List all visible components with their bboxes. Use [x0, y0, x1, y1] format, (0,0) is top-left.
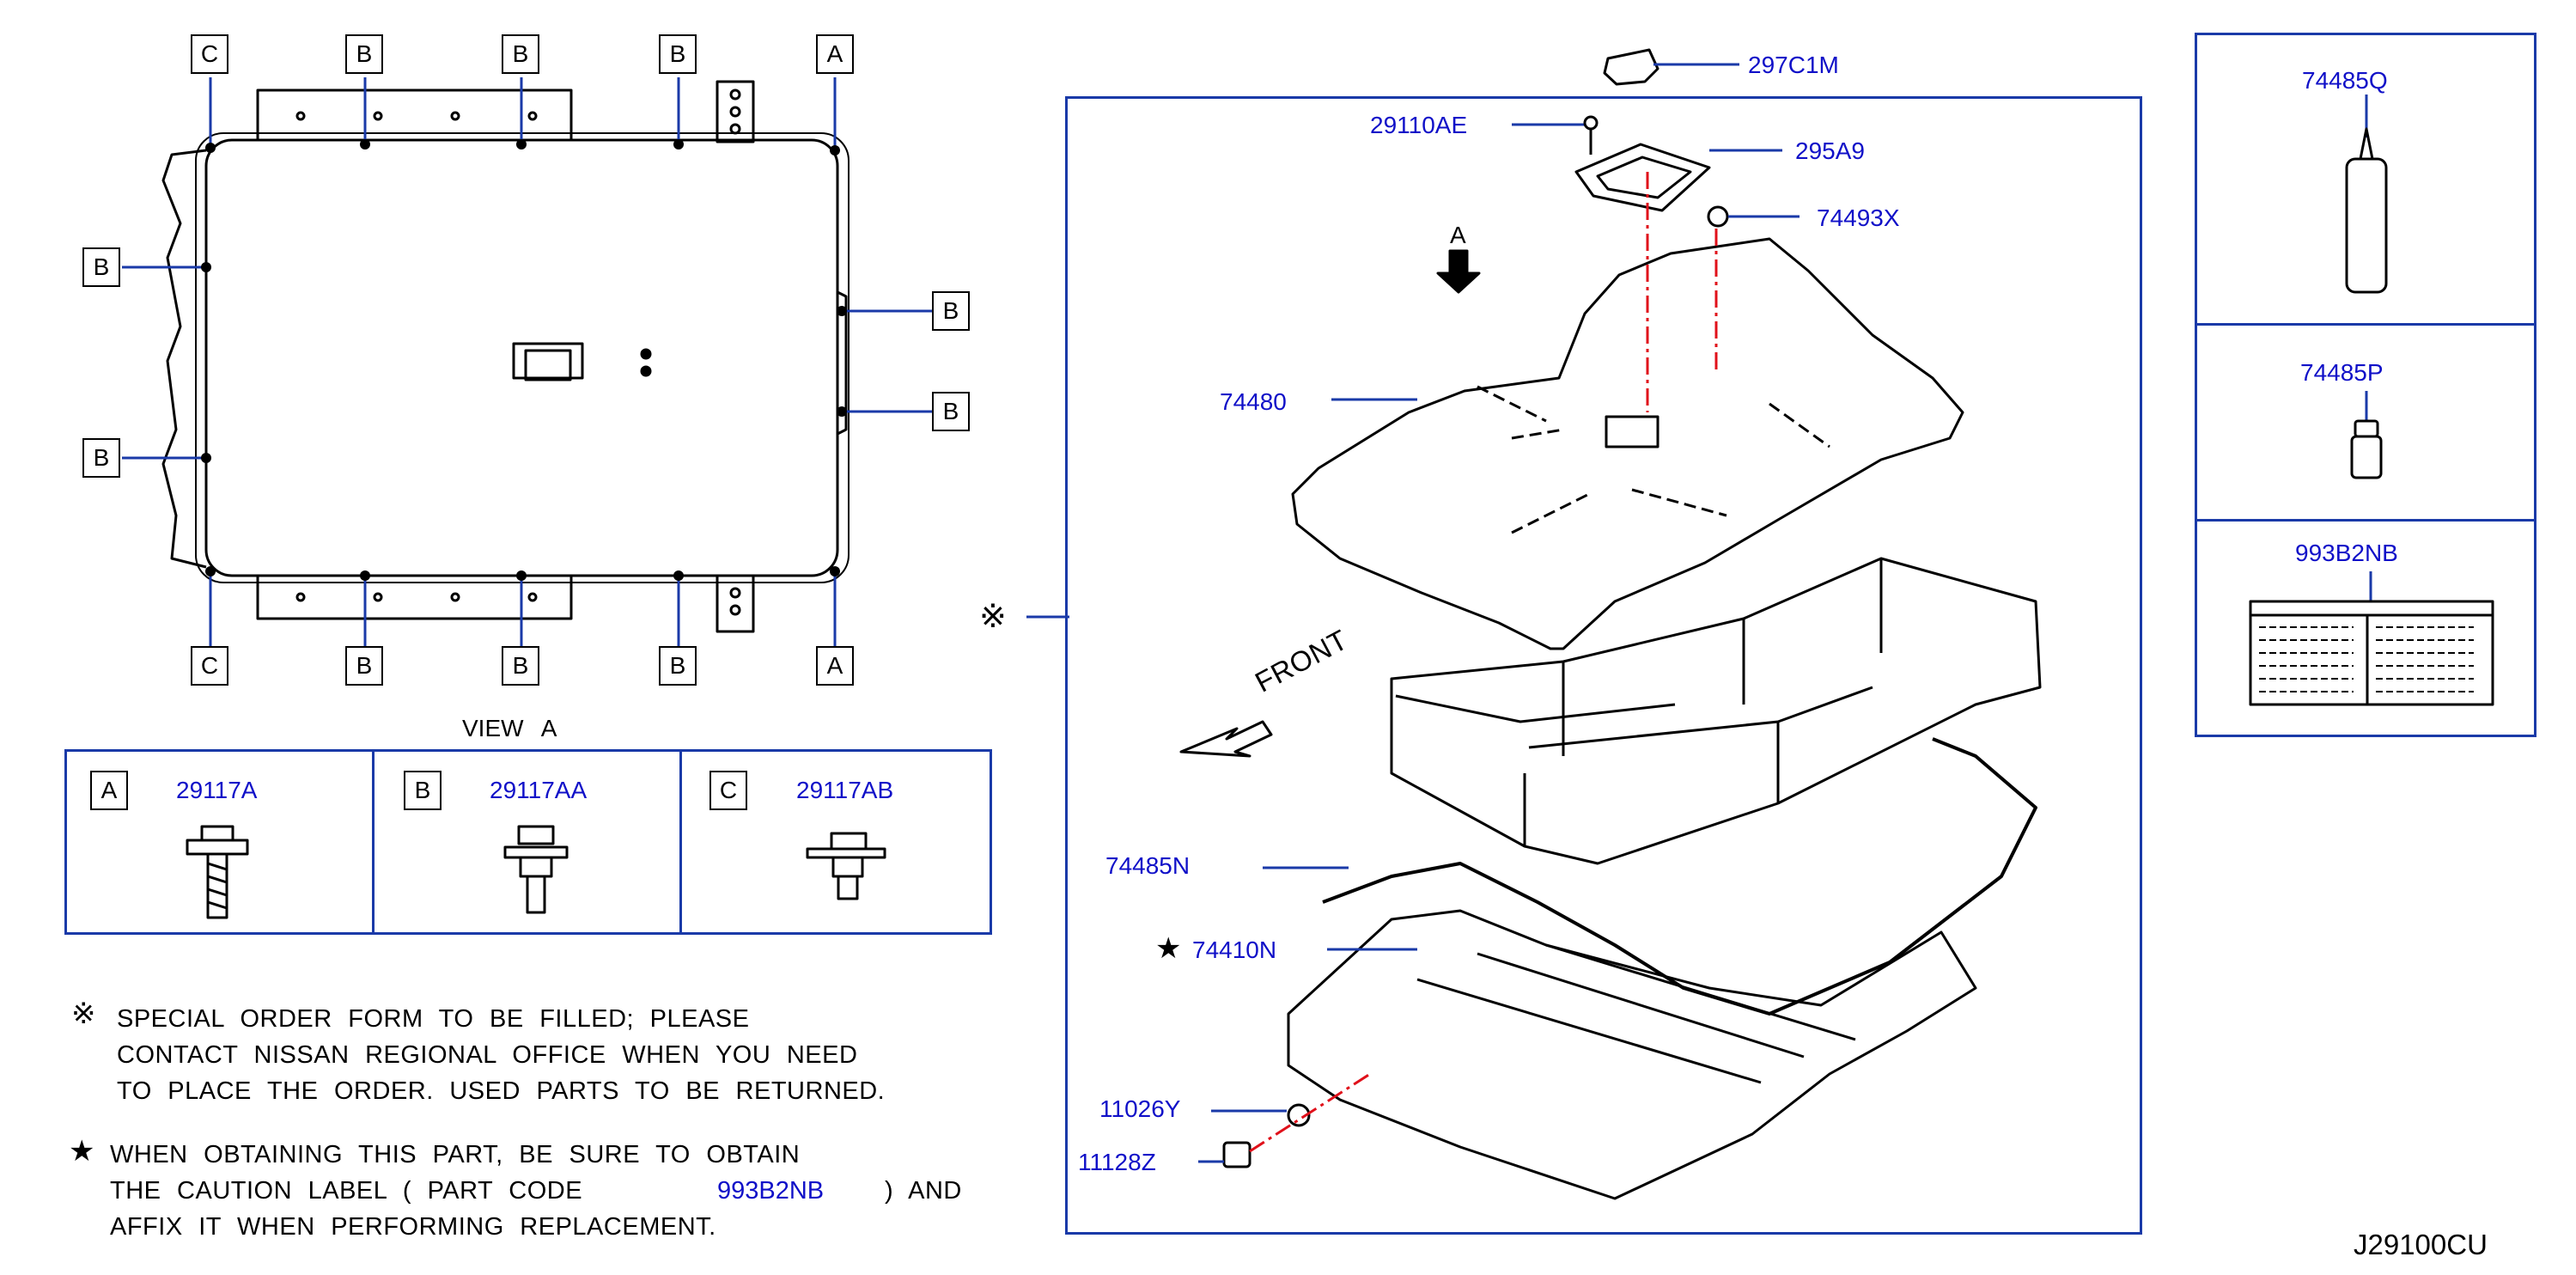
- sealant-tube-drawing: [2345, 95, 2388, 294]
- star-note-line-3: AFFIX IT WHEN PERFORMING REPLACEMENT.: [110, 1213, 716, 1241]
- part-74485P[interactable]: 74485P: [2300, 359, 2384, 386]
- part-74485Q[interactable]: 74485Q: [2302, 67, 2388, 94]
- legend-cell-a: [67, 752, 375, 932]
- part-29117AA[interactable]: 29117AA: [490, 777, 588, 803]
- part-29117AB[interactable]: 29117AB: [796, 777, 894, 803]
- special-order-line-1: SPECIAL ORDER FORM TO BE FILLED; PLEASE: [117, 1005, 750, 1033]
- view-a-tray: [161, 80, 850, 633]
- consumables-panel: [2195, 33, 2536, 737]
- bolt-a-drawing: [186, 825, 249, 919]
- callout-bottom-c[interactable]: C: [191, 646, 228, 686]
- callout-top-b3[interactable]: B: [659, 34, 697, 74]
- fastener-legend: [64, 749, 992, 935]
- callout-top-b1[interactable]: B: [345, 34, 383, 74]
- exploded-view-frame: [1065, 96, 2142, 1235]
- special-order-line-2: CONTACT NISSAN REGIONAL OFFICE WHEN YOU …: [117, 1041, 858, 1069]
- legend-cell-b: [375, 752, 682, 932]
- star-note-line-2: THE CAUTION LABEL ( PART CODE: [110, 1177, 583, 1205]
- part-295A9[interactable]: 295A9: [1795, 137, 1865, 164]
- caution-label-drawing: [2249, 571, 2494, 706]
- primer-bottle-drawing: [2350, 391, 2383, 479]
- callout-bottom-b1[interactable]: B: [345, 646, 383, 686]
- exploded-view-drawing: [1026, 48, 2042, 1200]
- part-29117A[interactable]: 29117A: [176, 777, 258, 803]
- part-74480[interactable]: 74480: [1220, 388, 1287, 415]
- callout-bottom-b3[interactable]: B: [659, 646, 697, 686]
- callout-bottom-b2[interactable]: B: [502, 646, 539, 686]
- bolt-b-drawing: [503, 825, 569, 914]
- callout-bottom-a[interactable]: A: [816, 646, 854, 686]
- panel-divider-2: [2197, 519, 2534, 522]
- part-297C1M[interactable]: 297C1M: [1748, 52, 1839, 78]
- part-993B2NB[interactable]: 993B2NB: [2295, 540, 2398, 566]
- star-note-line-2-end: ) AND: [885, 1177, 962, 1205]
- callout-right-b2[interactable]: B: [932, 392, 970, 431]
- part-11128Z[interactable]: 11128Z: [1078, 1149, 1156, 1175]
- part-29110AE[interactable]: 29110AE: [1370, 112, 1468, 138]
- callout-top-c[interactable]: C: [191, 34, 228, 74]
- callout-left-b1[interactable]: B: [82, 247, 120, 287]
- callout-left-b2[interactable]: B: [82, 438, 120, 478]
- view-a-label: VIEW A: [462, 715, 557, 741]
- legend-letter-b: B: [404, 771, 442, 810]
- part-74410N[interactable]: 74410N: [1192, 936, 1277, 963]
- bolt-c-drawing: [806, 832, 886, 900]
- star-note-line-1: WHEN OBTAINING THIS PART, BE SURE TO OBT…: [110, 1141, 801, 1168]
- legend-letter-a: A: [90, 771, 128, 810]
- star-symbol: ★: [69, 1135, 95, 1168]
- caution-label-part-code[interactable]: 993B2NB: [717, 1177, 825, 1205]
- part-74485N[interactable]: 74485N: [1105, 852, 1191, 879]
- legend-letter-c: C: [709, 771, 747, 810]
- star-marker: ★: [1155, 932, 1182, 965]
- diagram-code: J29100CU: [2354, 1229, 2488, 1260]
- callout-top-b2[interactable]: B: [502, 34, 539, 74]
- special-order-symbol: ※: [71, 997, 96, 1030]
- callout-top-a[interactable]: A: [816, 34, 854, 74]
- special-order-line-3: TO PLACE THE ORDER. USED PARTS TO BE RET…: [117, 1077, 886, 1105]
- frame-special-order-marker: ※: [979, 599, 1008, 635]
- view-a-arrow-label: A: [1450, 222, 1467, 248]
- callout-right-b1[interactable]: B: [932, 291, 970, 331]
- part-11026Y[interactable]: 11026Y: [1099, 1095, 1181, 1122]
- panel-divider-1: [2197, 323, 2534, 326]
- part-74493X[interactable]: 74493X: [1817, 204, 1900, 231]
